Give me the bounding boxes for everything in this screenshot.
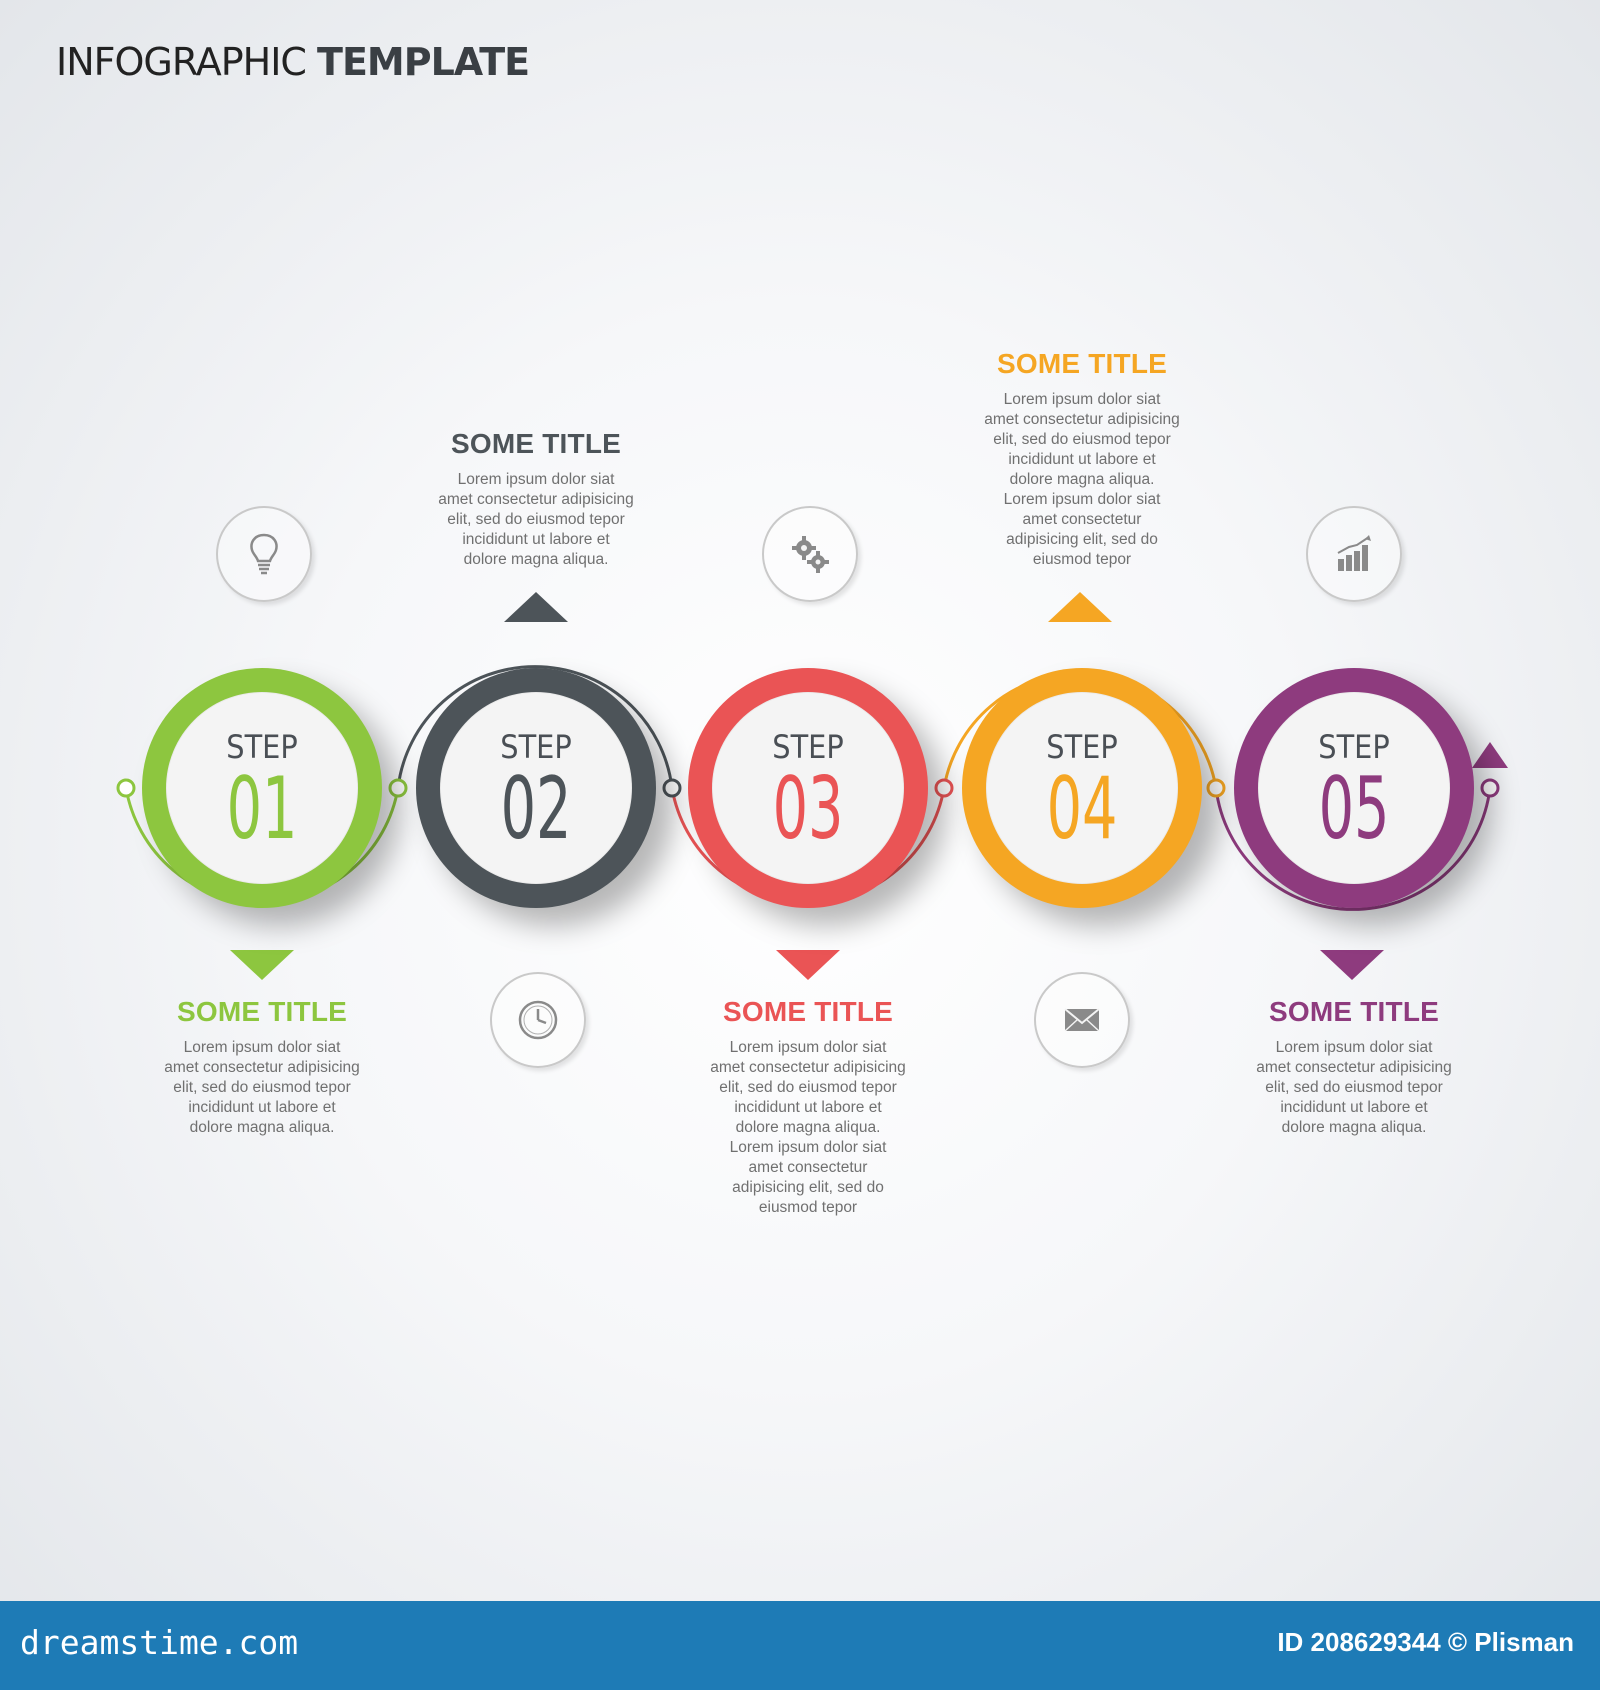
arc-step-02 — [396, 665, 674, 789]
step-title: SOME TITLE — [177, 996, 347, 1027]
step-label: STEP — [500, 728, 572, 766]
page-title: INFOGRAPHIC TEMPLATE — [56, 40, 530, 84]
step-01-inner: STEP 01 — [166, 692, 358, 884]
lightbulb-icon — [216, 506, 312, 602]
step-title: SOME TITLE — [1269, 996, 1439, 1027]
arc-step-05 — [1214, 787, 1492, 911]
step-03-inner: STEP 03 — [712, 692, 904, 884]
step-number: 04 — [1046, 759, 1118, 859]
step-description: Lorem ipsum dolor siat amet consectetur … — [984, 391, 1180, 568]
step-label: STEP — [1046, 728, 1118, 766]
step-number: 01 — [226, 759, 298, 859]
image-id: ID 208629344 © Plisman — [1277, 1627, 1574, 1657]
clock-icon — [490, 972, 586, 1068]
step-03-circle: STEP 03 — [688, 668, 928, 908]
step-number: 05 — [1318, 759, 1390, 859]
step-04-inner: STEP 04 — [986, 692, 1178, 884]
title-bold: TEMPLATE — [317, 40, 530, 84]
step-03-text-block: SOME TITLE Lorem ipsum dolor siat amet c… — [688, 996, 928, 1218]
end-arrow — [1472, 742, 1508, 768]
step-02-text-block: SOME TITLE Lorem ipsum dolor siat amet c… — [416, 428, 656, 570]
step-02-circle: STEP 02 — [416, 668, 656, 908]
gears-icon — [762, 506, 858, 602]
step-title: SOME TITLE — [451, 428, 621, 459]
step-02-inner: STEP 02 — [440, 692, 632, 884]
step-01-text-block: SOME TITLE Lorem ipsum dolor siat amet c… — [142, 996, 382, 1138]
connector-dot — [1206, 778, 1226, 798]
connector-dot — [1480, 778, 1500, 798]
step-description: Lorem ipsum dolor siat amet consectetur … — [1256, 1039, 1452, 1136]
step-number: 02 — [500, 759, 572, 859]
bar-chart-icon — [1306, 506, 1402, 602]
step-05-text-block: SOME TITLE Lorem ipsum dolor siat amet c… — [1234, 996, 1474, 1138]
step-title: SOME TITLE — [723, 996, 893, 1027]
step-description: Lorem ipsum dolor siat amet consectetur … — [164, 1039, 360, 1136]
step-number: 03 — [772, 759, 844, 859]
title-light: INFOGRAPHIC — [56, 40, 307, 84]
connector-dot — [388, 778, 408, 798]
step-description: Lorem ipsum dolor siat amet consectetur … — [438, 471, 634, 568]
connector-dot — [934, 778, 954, 798]
step-04-text-block: SOME TITLE Lorem ipsum dolor siat amet c… — [962, 348, 1202, 570]
step-05-circle: STEP 05 — [1234, 668, 1474, 908]
step-description: Lorem ipsum dolor siat amet consectetur … — [710, 1039, 906, 1216]
triangle-step-01 — [230, 950, 294, 980]
step-label: STEP — [1318, 728, 1390, 766]
watermark-footer: dreamstime.com ID 208629344 © Plisman — [0, 1601, 1600, 1690]
triangle-step-02 — [504, 592, 568, 622]
brand-logo: dreamstime.com — [20, 1623, 299, 1662]
connector-dot — [116, 778, 136, 798]
envelope-icon — [1034, 972, 1130, 1068]
triangle-step-03 — [776, 950, 840, 980]
step-title: SOME TITLE — [997, 348, 1167, 379]
step-label: STEP — [226, 728, 298, 766]
step-05-inner: STEP 05 — [1258, 692, 1450, 884]
step-04-circle: STEP 04 — [962, 668, 1202, 908]
connector-dot — [662, 778, 682, 798]
step-01-circle: STEP 01 — [142, 668, 382, 908]
step-label: STEP — [772, 728, 844, 766]
triangle-step-05 — [1320, 950, 1384, 980]
triangle-step-04 — [1048, 592, 1112, 622]
